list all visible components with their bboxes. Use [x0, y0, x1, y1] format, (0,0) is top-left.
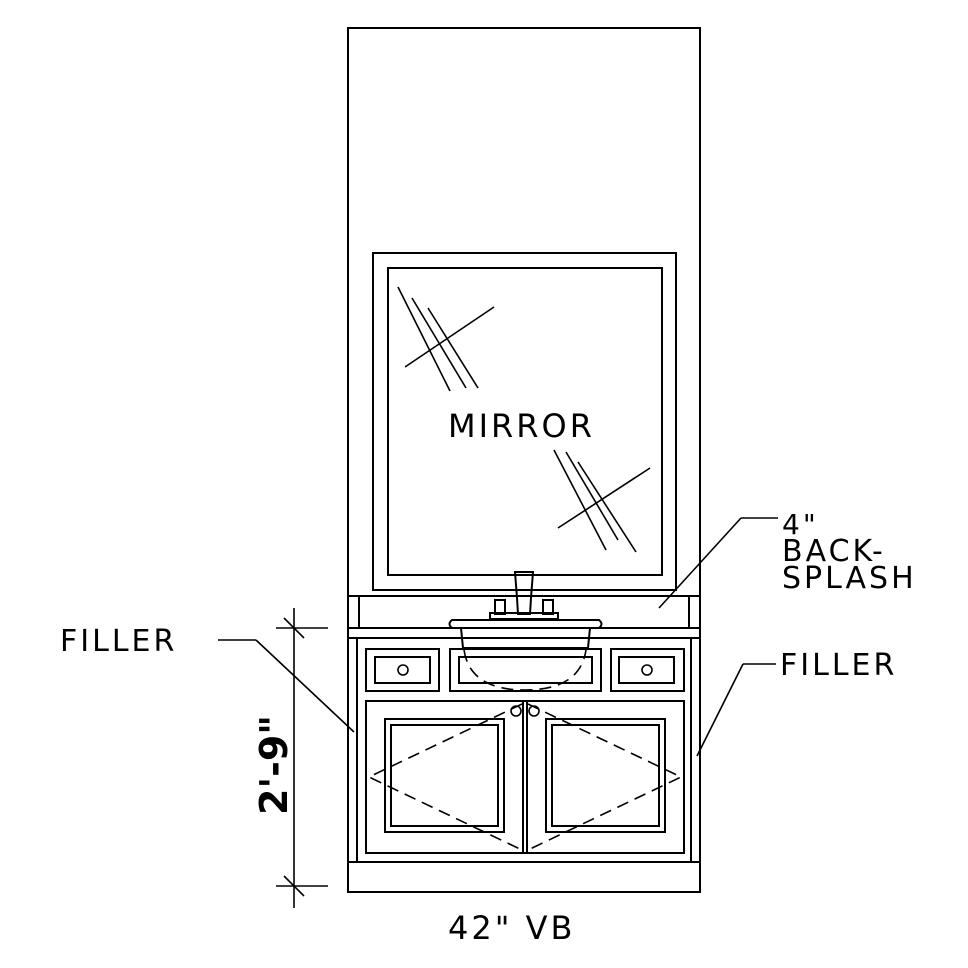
backsplash-label-line2: BACK-	[782, 534, 886, 569]
filler-left-leader	[255, 639, 355, 733]
backsplash-callout: 4" BACK- SPLASH	[658, 508, 917, 609]
drawer-left-knob	[397, 664, 409, 676]
mirror-frame-inner	[387, 267, 663, 576]
door-right	[526, 700, 685, 854]
mirror-label: MIRROR	[448, 407, 595, 445]
countertop	[347, 627, 701, 639]
drawer-right	[610, 648, 685, 692]
mirror-reflection-marks-top	[397, 286, 495, 392]
filler-left-callout: FILLER	[60, 624, 355, 733]
backsplash-label-line1: 4"	[782, 508, 819, 541]
countertop-slab	[347, 627, 701, 639]
door-right-knob	[528, 705, 540, 717]
filler-right-label: FILLER	[780, 648, 897, 683]
door-left	[365, 700, 524, 854]
vanity-cabinet	[347, 637, 701, 893]
drawer-right-knob	[641, 664, 653, 676]
mirror-frame-outer	[372, 252, 677, 591]
height-dimension-label: 2'-9"	[252, 715, 296, 815]
mirror-reflection-marks-bottom	[553, 449, 651, 553]
drawer-left	[365, 648, 440, 692]
height-dimension: 2'-9"	[252, 608, 328, 908]
drawer-center	[449, 648, 602, 692]
width-dimension-label: 42" VB	[448, 909, 575, 947]
backsplash-label-line3: SPLASH	[782, 561, 917, 596]
filler-left-label: FILLER	[60, 624, 177, 659]
filler-right-callout: FILLER	[696, 648, 897, 757]
backsplash-leader	[658, 517, 742, 609]
filler-right-leader	[696, 663, 744, 757]
door-left-knob	[510, 705, 522, 717]
mirror: MIRROR	[372, 252, 677, 591]
sink-basin	[448, 619, 603, 691]
